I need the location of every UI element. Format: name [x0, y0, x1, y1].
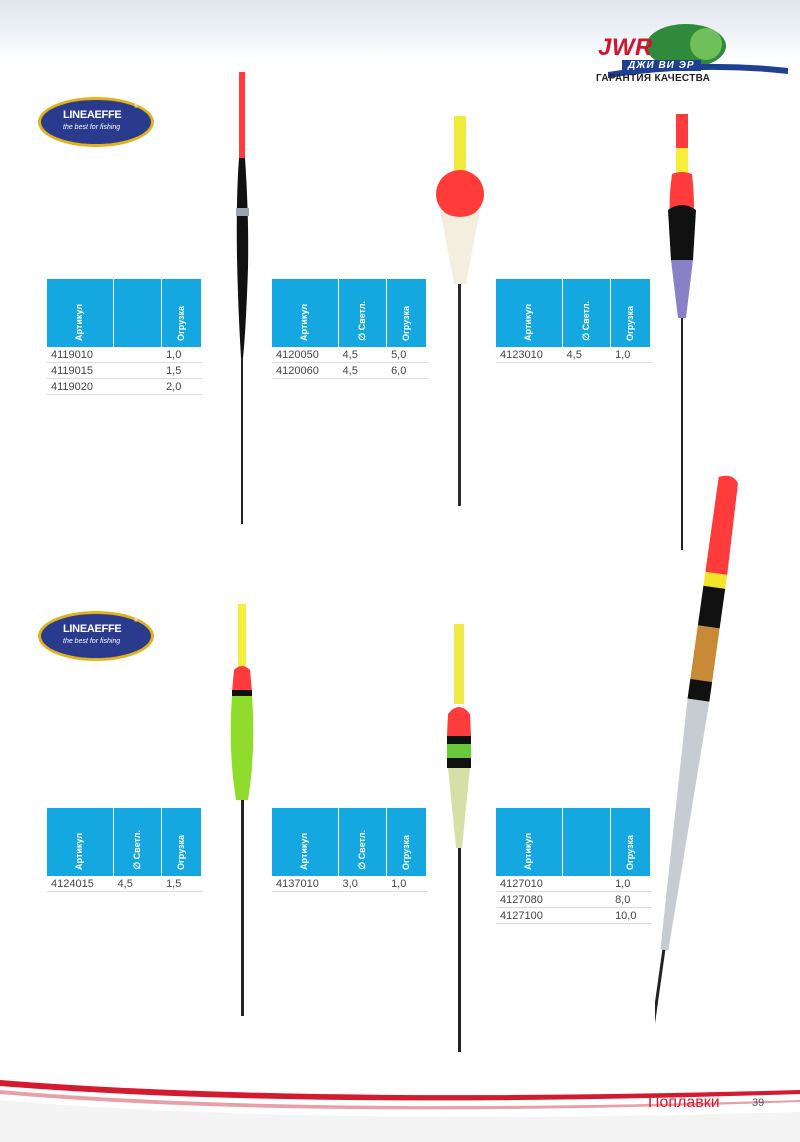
diameter-cell: 4,5 [566, 349, 582, 361]
col-load: Огрузка [175, 835, 186, 870]
lineaeffe-logo-2: LINEAEFFE the best for fishing ® [37, 610, 155, 662]
load-cell: 5,0 [391, 349, 407, 361]
registered-mark: ® [134, 618, 138, 624]
page-title: Поплавки [648, 1094, 720, 1111]
table-row: 4120060 4,5 6,0 [272, 363, 428, 379]
float-image-1 [236, 72, 249, 524]
table-row: 4127080 8,0 [496, 892, 652, 908]
load-cell: 1,5 [166, 878, 182, 890]
load-cell: 1,5 [166, 365, 182, 377]
load-cell: 1,0 [615, 878, 631, 890]
lineaeffe-tagline: the best for fishing [63, 638, 121, 645]
table-row: 4123010 4,5 1,0 [496, 347, 652, 363]
table-header: Артикул ∅ Светл. Огрузка [47, 808, 203, 876]
product-table-1: Артикул Огрузка 4119010 1,0 4119015 1,5 … [47, 279, 203, 395]
product-table-3: Артикул ∅ Светл. Огрузка 4123010 4,5 1,0 [496, 279, 652, 363]
lineaeffe-name: LINEAEFFE [63, 109, 122, 121]
col-article: Артикул [523, 833, 533, 870]
article-cell: 4120060 [276, 365, 319, 377]
col-load: Огрузка [624, 306, 635, 341]
load-cell: 10,0 [615, 910, 637, 922]
jwr-logo: JWR ДЖИ ВИ ЭР ГАРАНТИЯ КАЧЕСТВА [588, 24, 793, 90]
diameter-cell: 4,5 [342, 365, 358, 377]
load-cell: 1,0 [615, 349, 631, 361]
article-cell: 4119015 [51, 365, 94, 377]
col-diameter: ∅ Светл. [131, 830, 142, 870]
lineaeffe-logo: LINEAEFFE the best for fishing ® [37, 96, 155, 148]
col-load: Огрузка [400, 835, 411, 870]
col-article: Артикул [74, 833, 84, 870]
diameter-cell [114, 363, 163, 378]
table-header: Артикул ∅ Светл. Огрузка [496, 279, 652, 347]
article-cell: 4119020 [51, 381, 94, 393]
diameter-cell: 3,0 [342, 878, 358, 890]
load-cell: 2,0 [166, 381, 182, 393]
registered-mark: ® [134, 104, 138, 110]
jwr-guarantee: ГАРАНТИЯ КАЧЕСТВА [596, 73, 711, 84]
article-cell: 4127080 [500, 894, 543, 906]
page-number: 39 [752, 1097, 765, 1109]
load-cell: 8,0 [615, 894, 631, 906]
footer-swoosh [0, 1080, 800, 1142]
jwr-subtitle: ДЖИ ВИ ЭР [622, 60, 701, 71]
col-diameter: ∅ Светл. [580, 301, 591, 341]
diameter-cell: 4,5 [117, 878, 133, 890]
table-row: 4119020 2,0 [47, 379, 203, 395]
table-row: 4124015 4,5 1,5 [47, 876, 203, 892]
col-article: Артикул [523, 304, 533, 341]
article-cell: 4123010 [500, 349, 543, 361]
diameter-cell [114, 379, 163, 394]
lineaeffe-name: LINEAEFFE [63, 623, 122, 635]
table-header: Артикул Огрузка [496, 808, 652, 876]
diameter-cell [563, 876, 612, 891]
col-article: Артикул [299, 833, 309, 870]
float-image-3 [668, 114, 696, 550]
table-row: 4119010 1,0 [47, 347, 203, 363]
product-table-5: Артикул ∅ Светл. Огрузка 4137010 3,0 1,0 [272, 808, 428, 892]
diameter-cell [114, 347, 163, 362]
article-cell: 4137010 [276, 878, 319, 890]
col-diameter: ∅ Светл. [356, 830, 367, 870]
col-diameter: ∅ Светл. [356, 301, 367, 341]
article-cell: 4119010 [51, 349, 94, 361]
product-table-4: Артикул ∅ Светл. Огрузка 4124015 4,5 1,5 [47, 808, 203, 892]
article-cell: 4124015 [51, 878, 94, 890]
col-load: Огрузка [175, 306, 186, 341]
lineaeffe-tagline: the best for fishing [63, 124, 121, 131]
diameter-cell [563, 908, 612, 923]
table-header: Артикул ∅ Светл. Огрузка [272, 279, 428, 347]
product-table-2: Артикул ∅ Светл. Огрузка 4120050 4,5 5,0… [272, 279, 428, 379]
col-article: Артикул [299, 304, 309, 341]
float-image-4 [230, 604, 254, 1016]
float-image-5 [447, 624, 471, 1052]
table-row: 4127100 10,0 [496, 908, 652, 924]
load-cell: 1,0 [391, 878, 407, 890]
float-image-6 [655, 475, 738, 1054]
article-cell: 4127010 [500, 878, 543, 890]
jwr-brand-text: JWR [598, 34, 653, 61]
table-row: 4127010 1,0 [496, 876, 652, 892]
col-load: Огрузка [400, 306, 411, 341]
float-image-2 [436, 116, 484, 506]
product-table-6: Артикул Огрузка 4127010 1,0 4127080 8,0 … [496, 808, 652, 924]
table-header: Артикул ∅ Светл. Огрузка [272, 808, 428, 876]
table-row: 4119015 1,5 [47, 363, 203, 379]
table-row: 4120050 4,5 5,0 [272, 347, 428, 363]
diameter-cell [563, 892, 612, 907]
col-load: Огрузка [624, 835, 635, 870]
diameter-cell: 4,5 [342, 349, 358, 361]
load-cell: 6,0 [391, 365, 407, 377]
col-article: Артикул [74, 304, 84, 341]
article-cell: 4120050 [276, 349, 319, 361]
table-row: 4137010 3,0 1,0 [272, 876, 428, 892]
table-header: Артикул Огрузка [47, 279, 203, 347]
load-cell: 1,0 [166, 349, 182, 361]
article-cell: 4127100 [500, 910, 543, 922]
